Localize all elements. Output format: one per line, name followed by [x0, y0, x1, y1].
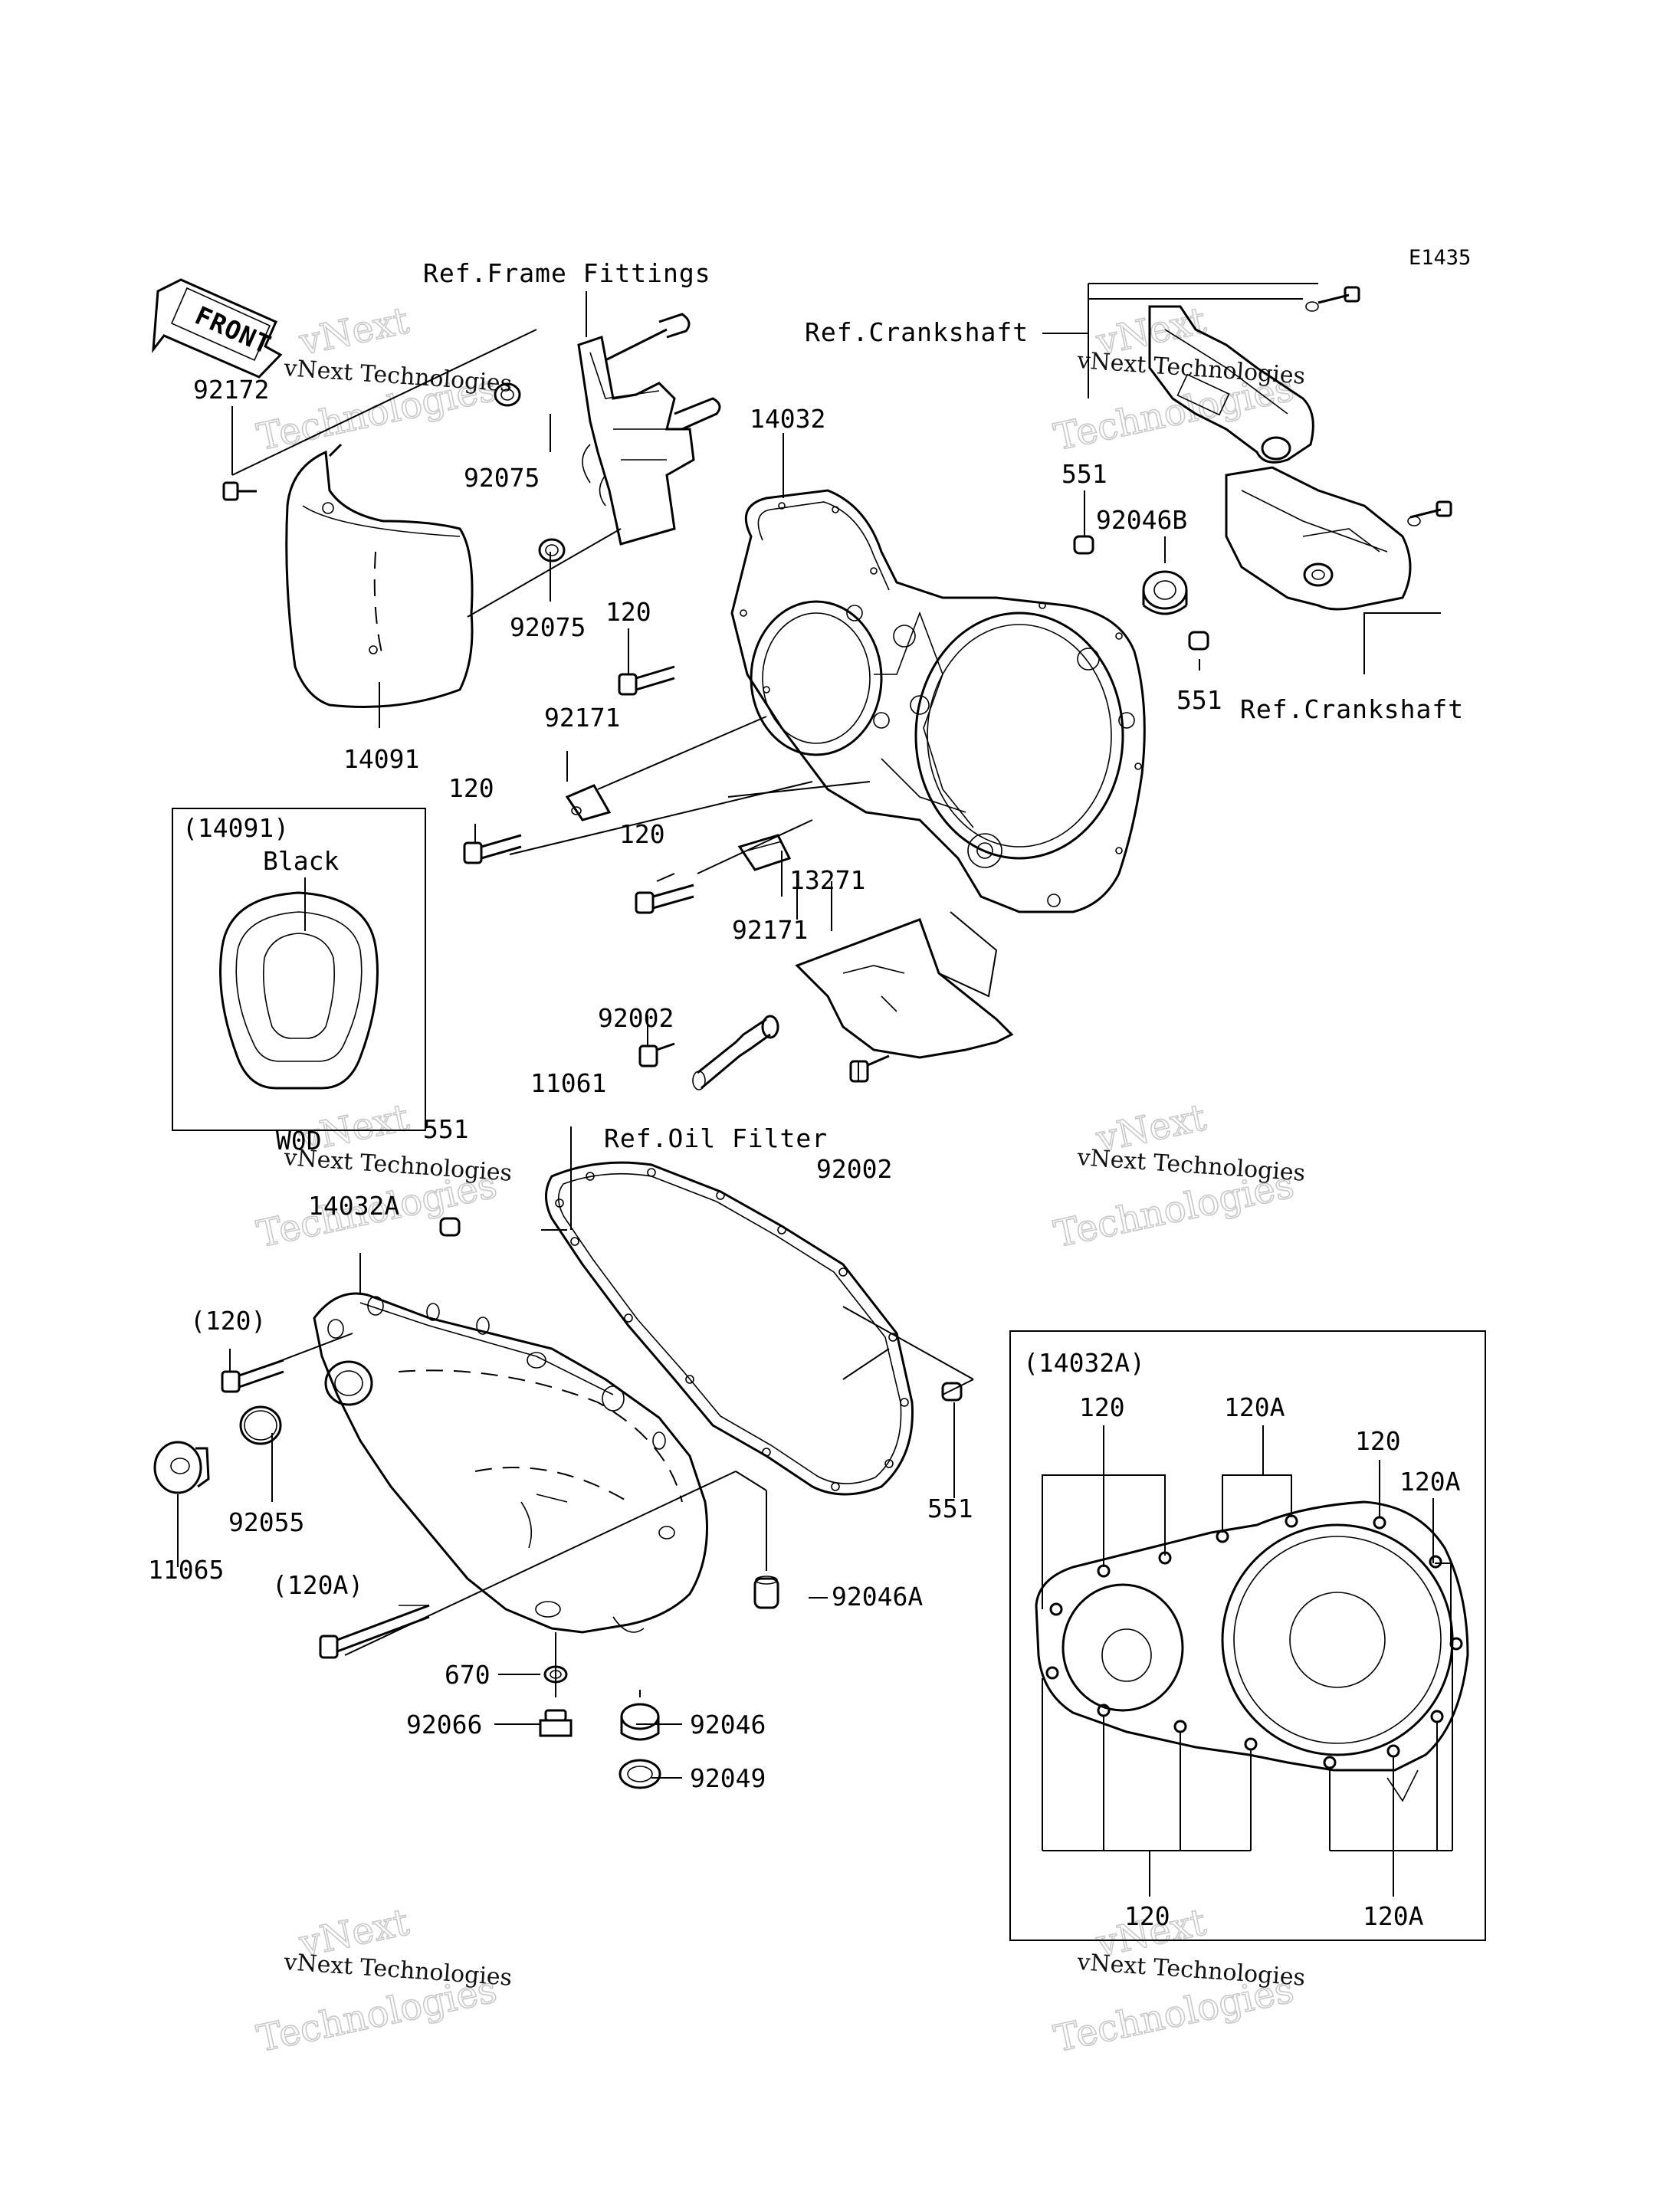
diagram-code: E1435	[1409, 246, 1471, 270]
watermark-small: vNext Technologies	[1075, 347, 1306, 390]
outer-cover-14032A	[313, 1292, 708, 1634]
label-14091: 14091	[343, 744, 419, 774]
spacer-92075-a	[494, 382, 521, 407]
bearing-92046	[620, 1703, 660, 1741]
label-92002-b: 92002	[816, 1154, 892, 1184]
inset-cover-code: W0D	[276, 1126, 322, 1156]
label-11065: 11065	[148, 1555, 224, 1585]
inset-label-120A-bottom: 120A	[1363, 1901, 1424, 1931]
part-labels: 92172 92075 92075 14091 14032 551 92046B…	[148, 375, 1222, 1793]
bearing-92046B	[1142, 570, 1188, 615]
label-92075-b: 92075	[510, 612, 586, 642]
label-92002-a: 92002	[598, 1003, 674, 1033]
ref-crankshaft-top: Ref.Crankshaft	[805, 317, 1029, 347]
label-92172: 92172	[193, 375, 269, 405]
washer-670	[543, 1665, 568, 1684]
bolt-crankshaft-top	[1305, 286, 1360, 312]
label-120-a: 120	[605, 597, 651, 627]
front-arrow-icon: FRONT	[152, 278, 283, 379]
bolt-120A-outer	[319, 1604, 430, 1659]
bolt-120-outer	[221, 1359, 284, 1393]
inset-label-120-top-right: 120	[1355, 1426, 1401, 1456]
label-92075-a: 92075	[464, 463, 540, 493]
dowel-551-b	[1188, 631, 1209, 651]
gasket-11061	[545, 1161, 914, 1496]
label-120A-paren: (120A)	[272, 1570, 363, 1600]
inset-bolt-positions: (14032A) 120 120A 120 120A 120 120A	[1009, 1330, 1486, 1941]
label-13271: 13271	[789, 865, 865, 895]
frame-fittings-bracket	[577, 313, 721, 546]
ref-frame-fittings: Ref.Frame Fittings	[423, 258, 711, 288]
seal-92049	[619, 1759, 661, 1789]
watermark-small: vNext Technologies	[1075, 1144, 1306, 1187]
bolt-crankshaft-right	[1407, 500, 1452, 526]
bolt-120-b	[463, 834, 522, 864]
label-120-b: 120	[448, 773, 494, 803]
inset-label-120-top-left: 120	[1079, 1392, 1125, 1422]
dowel-551-a	[1073, 535, 1094, 555]
crankcase-cover-14032	[730, 489, 1146, 913]
watermark-small: vNext Technologies	[1075, 1949, 1306, 1992]
label-14032A: 14032A	[308, 1191, 399, 1221]
clamp-92171-b	[737, 834, 792, 871]
clamp-92171-a	[565, 784, 612, 821]
label-11061: 11061	[530, 1068, 606, 1098]
label-92055: 92055	[228, 1507, 304, 1537]
leader-lines	[177, 283, 1441, 1779]
label-551-d: 551	[927, 1494, 973, 1523]
label-92171-b: 92171	[732, 915, 808, 945]
inset-cover-color: (14091) Black W0D	[172, 808, 426, 1156]
cover-14091-black	[219, 891, 379, 1090]
label-120-paren: (120)	[190, 1306, 266, 1336]
label-551-a: 551	[1061, 459, 1107, 489]
watermark-vnext: vNext	[295, 299, 412, 364]
label-670: 670	[445, 1660, 491, 1690]
spacer-92075-b	[538, 538, 566, 562]
label-120-c: 120	[619, 819, 665, 849]
plug-92066	[539, 1709, 573, 1737]
label-92171-a: 92171	[544, 703, 620, 733]
dowel-551-c	[439, 1217, 461, 1237]
inset-label-120-bottom: 120	[1124, 1901, 1170, 1931]
inset-cover-title: (14091)	[182, 813, 289, 843]
label-92046: 92046	[690, 1710, 766, 1740]
inset-bolts-title: (14032A)	[1023, 1348, 1145, 1378]
crankshaft-housing-right	[1225, 466, 1412, 611]
bearing-92046A	[753, 1576, 779, 1609]
bolt-92002-a	[638, 1042, 675, 1067]
label-92046A: 92046A	[832, 1582, 923, 1612]
cap-11065	[153, 1441, 210, 1494]
bolt-120-c	[635, 884, 694, 914]
dowel-551-d	[941, 1382, 963, 1402]
inset-label-120A-top: 120A	[1224, 1392, 1285, 1422]
inset-cover-color-label: Black	[263, 846, 339, 876]
crankshaft-bracket-top	[1148, 305, 1314, 464]
label-92046B: 92046B	[1096, 505, 1187, 535]
label-551-b: 551	[1176, 685, 1222, 715]
label-14032: 14032	[750, 404, 825, 434]
watermark-small: vNext Technologies	[282, 1949, 513, 1992]
inset-label-120A-right: 120A	[1399, 1467, 1461, 1497]
inset-cover-outline	[1035, 1500, 1469, 1802]
cover-14091	[285, 443, 474, 708]
bolt-92002-b	[849, 1054, 890, 1083]
label-92066: 92066	[406, 1710, 482, 1740]
ref-oil-filter: Ref.Oil Filter	[604, 1123, 828, 1153]
oring-92055	[239, 1405, 282, 1445]
label-551-c: 551	[423, 1114, 469, 1144]
inset-bolt-holes	[1045, 1514, 1463, 1769]
ref-crankshaft-right: Ref.Crankshaft	[1240, 694, 1464, 724]
oil-filter-pipe	[692, 1015, 779, 1090]
label-92049: 92049	[690, 1763, 766, 1793]
bolt-120-a	[618, 665, 675, 696]
plate-13271	[795, 911, 1014, 1059]
inset-callout-lines	[1042, 1425, 1453, 1897]
bolt-92172	[222, 481, 257, 501]
